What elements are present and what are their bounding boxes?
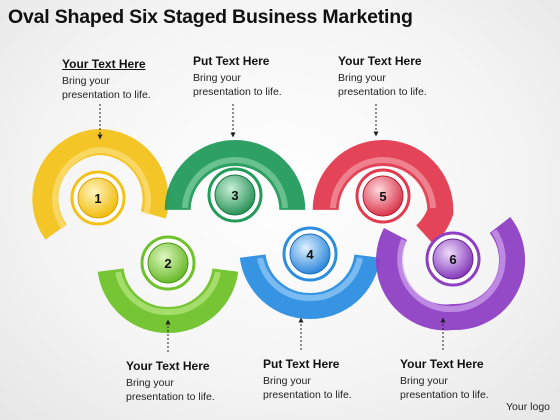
stage-6-disc: 6 [425, 231, 481, 287]
callout-stage-4: Put Text Here Bring your presentation to… [263, 357, 352, 402]
callout-body-line1: Bring your [263, 375, 311, 387]
stage-4-number: 4 [306, 247, 314, 262]
stage-1-number: 1 [94, 191, 101, 206]
page-title: Oval Shaped Six Staged Business Marketin… [8, 6, 413, 28]
logo-placeholder: Your logo [506, 401, 550, 413]
callout-body-line2: presentation to life. [62, 89, 151, 101]
stage-6-ring [376, 217, 526, 331]
stage-4-ring-shine [257, 257, 363, 302]
stage-5-ring-shine [330, 156, 436, 209]
stage-4-ring [239, 253, 381, 320]
callout-heading: Your Text Here [62, 57, 146, 71]
callout-body-line1: Bring your [126, 377, 174, 389]
callout-body-line1: Bring your [62, 75, 110, 87]
stage-5-number: 5 [379, 189, 386, 204]
callout-stage-6: Your Text Here Bring your presentation t… [400, 357, 489, 402]
stage-4-disc: 4 [282, 226, 338, 282]
stage-3-ring-shine [182, 156, 288, 209]
callout-heading: Put Text Here [263, 357, 340, 371]
callout-body-line1: Bring your [338, 72, 386, 84]
stage-1-ring-shine [52, 146, 151, 230]
callout-body-line1: Bring your [400, 375, 448, 387]
stage-2-number: 2 [164, 256, 171, 271]
stage-6-number: 6 [449, 252, 456, 267]
stage-3-ring [164, 139, 306, 211]
callout-heading: Your Text Here [338, 54, 422, 68]
stage-2-disc: 2 [140, 235, 196, 291]
callout-body-line2: presentation to life. [400, 389, 489, 401]
callout-body-line1: Bring your [193, 72, 241, 84]
stage-1-ring [32, 128, 169, 240]
stage-1-disc: 1 [70, 170, 126, 226]
callout-stage-3: Put Text Here Bring your presentation to… [193, 54, 282, 99]
callout-stage-2: Your Text Here Bring your presentation t… [126, 359, 215, 404]
stage-3-disc: 3 [207, 167, 263, 223]
stage-6-ring-shine [397, 229, 506, 313]
callout-heading: Put Text Here [193, 54, 270, 68]
callout-stage-5: Your Text Here Bring your presentation t… [338, 54, 427, 99]
callout-stage-1: Your Text Here Bring your presentation t… [62, 57, 151, 102]
stage-5-disc: 5 [355, 168, 411, 224]
stage-5-ring [312, 139, 454, 245]
callout-heading: Your Text Here [400, 357, 484, 371]
callout-body-line2: presentation to life. [263, 389, 352, 401]
callout-body-line2: presentation to life. [193, 86, 282, 98]
callout-body-line2: presentation to life. [338, 86, 427, 98]
stage-2-ring-shine [115, 271, 221, 316]
callout-heading: Your Text Here [126, 359, 210, 373]
stage-3-number: 3 [231, 188, 238, 203]
callout-body-line2: presentation to life. [126, 391, 215, 403]
